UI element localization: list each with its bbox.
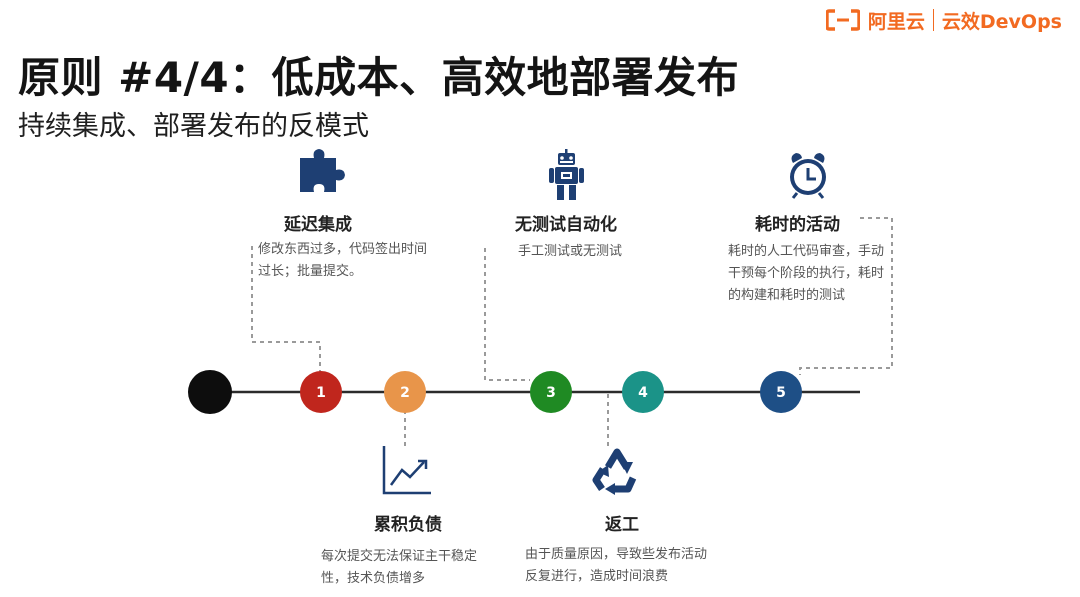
trend-chart-icon (382, 446, 431, 495)
node-number: 4 (638, 385, 648, 401)
timeline-node-4: 4 (622, 371, 664, 413)
timeline-node-1: 1 (300, 371, 342, 413)
connector-1 (251, 246, 321, 372)
page-subtitle: 持续集成、部署发布的反模式 (18, 111, 369, 142)
timeline-node-2: 2 (384, 371, 426, 413)
puzzle-icon (300, 149, 345, 192)
timeline-node-3: 3 (530, 371, 572, 413)
node-number: 1 (316, 385, 326, 401)
connector-4 (607, 391, 622, 448)
item-1-desc: 修改东西过多，代码签出时间过长；批量提交。 (258, 242, 428, 279)
node-number: 5 (776, 385, 786, 401)
page-title: 原则 #4/4：低成本、高效地部署发布 (18, 53, 740, 102)
node-number: 2 (400, 385, 410, 401)
aliyun-logo-icon (825, 9, 861, 31)
node-number: 3 (546, 385, 556, 401)
item-4-label: 返工 (605, 515, 639, 535)
brand-product: 云效DevOps (941, 10, 1062, 33)
brand-divider (932, 9, 934, 31)
brand-name: 阿里云 (867, 10, 925, 33)
timeline-start-node (188, 370, 232, 414)
connector-3 (484, 248, 530, 381)
item-3-desc: 手工测试或无测试 (518, 244, 623, 259)
robot-icon (549, 149, 584, 200)
brand-logo: 阿里云 云效DevOps (825, 6, 1062, 34)
item-2-desc: 每次提交无法保证主干稳定性，技术负债增多 (321, 549, 478, 586)
item-1-label: 延迟集成 (284, 215, 352, 235)
item-5-label: 耗时的活动 (755, 215, 840, 235)
timeline-node-5: 5 (760, 371, 802, 413)
alarm-clock-icon (790, 153, 826, 199)
item-2-label: 累积负债 (374, 515, 442, 535)
item-4-desc: 由于质量原因，导致些发布活动反复进行，造成时间浪费 (525, 547, 708, 584)
item-3-label: 无测试自动化 (515, 215, 617, 235)
item-5-desc: 耗时的人工代码审查，手动干预每个阶段的执行，耗时的构建和耗时的测试 (728, 244, 885, 303)
